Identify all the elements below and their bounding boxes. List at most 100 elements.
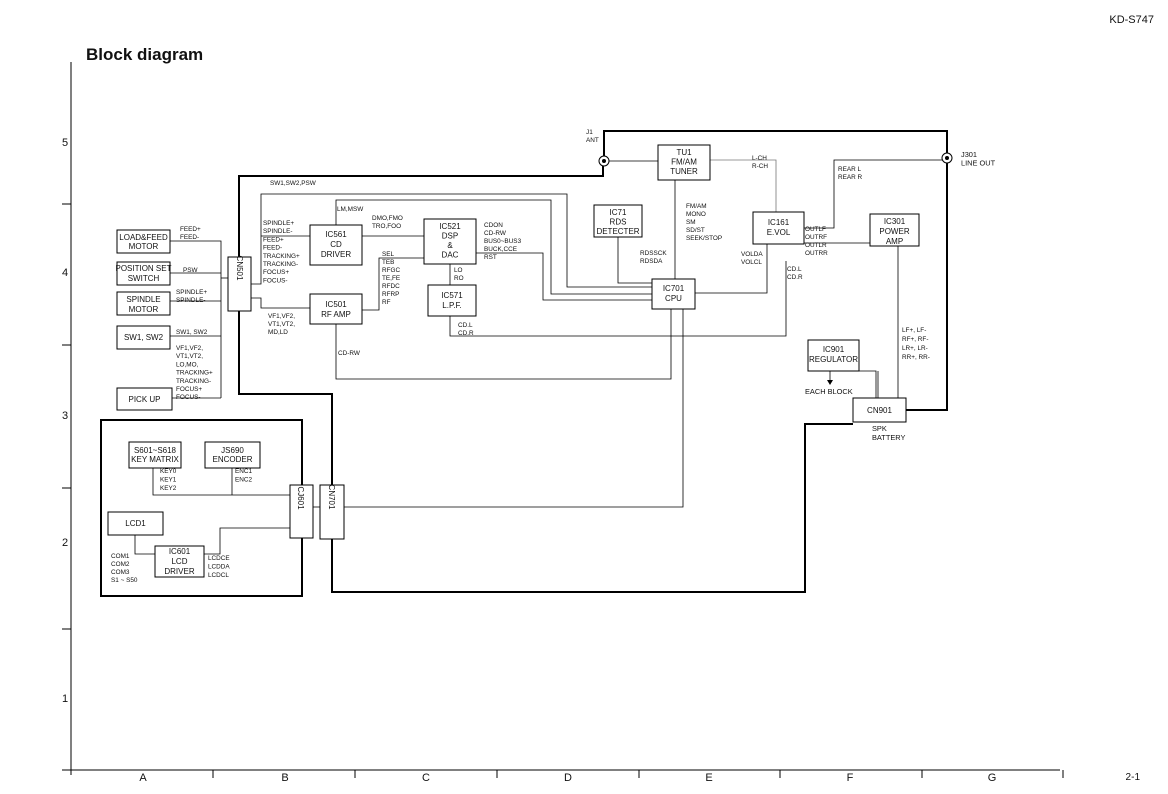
- col-label-b: B: [281, 772, 289, 784]
- box-s601: [128, 441, 182, 469]
- box-js690: [204, 441, 261, 469]
- ground-arrow: [827, 380, 833, 385]
- box-spindle-motor: [116, 291, 171, 316]
- box-position-set: [116, 261, 171, 286]
- block-label-cn501: CN501: [235, 256, 244, 281]
- box-ic701: [651, 278, 696, 310]
- block-label-lcd1: LCD1: [125, 519, 146, 528]
- col-label-e: E: [705, 772, 713, 784]
- block-label-cn701: CN701: [327, 485, 336, 510]
- box-cn501: [227, 256, 252, 312]
- block-label-cj601: CJ601: [296, 486, 305, 510]
- col-label-c: C: [422, 772, 430, 784]
- signal-label-spindle: SPINDLE+SPINDLE-: [176, 289, 207, 304]
- row-label-1: 1: [62, 693, 69, 705]
- row-label-4: 4: [62, 267, 69, 279]
- jack-j301: [941, 152, 953, 164]
- row-label-3: 3: [62, 410, 69, 422]
- model-number: KD-S747: [1109, 14, 1154, 26]
- box-ic571: [427, 284, 477, 317]
- jack-j1: [598, 155, 658, 167]
- box-sw: [116, 325, 171, 350]
- box-ic901: [807, 339, 860, 372]
- signal-label-sw-psw: SW1,SW2,PSW: [270, 180, 317, 187]
- row-label-5: 5: [62, 137, 69, 149]
- box-load-feed: [116, 229, 171, 254]
- block-label-pickup: PICK UP: [128, 395, 160, 404]
- page-number: 2-1: [1125, 772, 1140, 783]
- block-label-sw: SW1, SW2: [124, 333, 164, 342]
- signal-label-rf-in: VF1,VF2,VT1,VT2,MD,LD: [268, 313, 295, 336]
- block-label-cn901: CN901: [867, 406, 892, 415]
- signal-label-pickup-sig: VF1,VF2,VT1,VT2,LO,MO,TRACKING+TRACKING-…: [176, 345, 213, 401]
- signal-label-cd-rw: CD-RW: [338, 350, 361, 357]
- signal-label-spk: LF+, LF-RF+, RF-LR+, LR-RR+, RR-: [902, 327, 930, 361]
- box-lcd1: [107, 511, 164, 536]
- frame-rulers: [62, 62, 1064, 778]
- box-ic521: [423, 218, 477, 265]
- col-label-g: G: [987, 772, 997, 784]
- box-cj601: [289, 484, 314, 539]
- signal-label-sw12: SW1, SW2: [176, 329, 208, 336]
- col-label-d: D: [564, 772, 572, 784]
- box-ic301: [869, 213, 920, 247]
- signal-label-feed: FEED+FEED-: [180, 226, 201, 241]
- row-label-2: 2: [62, 537, 69, 549]
- box-cn701: [319, 484, 345, 540]
- box-ic601: [154, 545, 205, 578]
- audio-lines: [710, 159, 777, 212]
- box-pickup: [116, 387, 173, 411]
- col-label-a: A: [139, 772, 147, 784]
- box-ic71: [593, 204, 643, 238]
- signal-label-each-block: EACH BLOCK: [805, 387, 853, 396]
- box-ic561: [309, 224, 363, 266]
- signal-label-drv-out: SPINDLE+SPINDLE-FEED+FEED-TRACKING+TRACK…: [263, 220, 300, 284]
- box-ic161: [752, 211, 805, 245]
- signal-label-psw: PSW: [183, 267, 199, 274]
- box-tu1: [657, 144, 711, 181]
- box-ic501: [309, 293, 363, 325]
- box-cn901: [852, 397, 907, 423]
- col-label-f: F: [846, 772, 854, 784]
- block-boxes: [107, 144, 920, 578]
- signal-label-lm-msw: LM,MSW: [337, 206, 364, 213]
